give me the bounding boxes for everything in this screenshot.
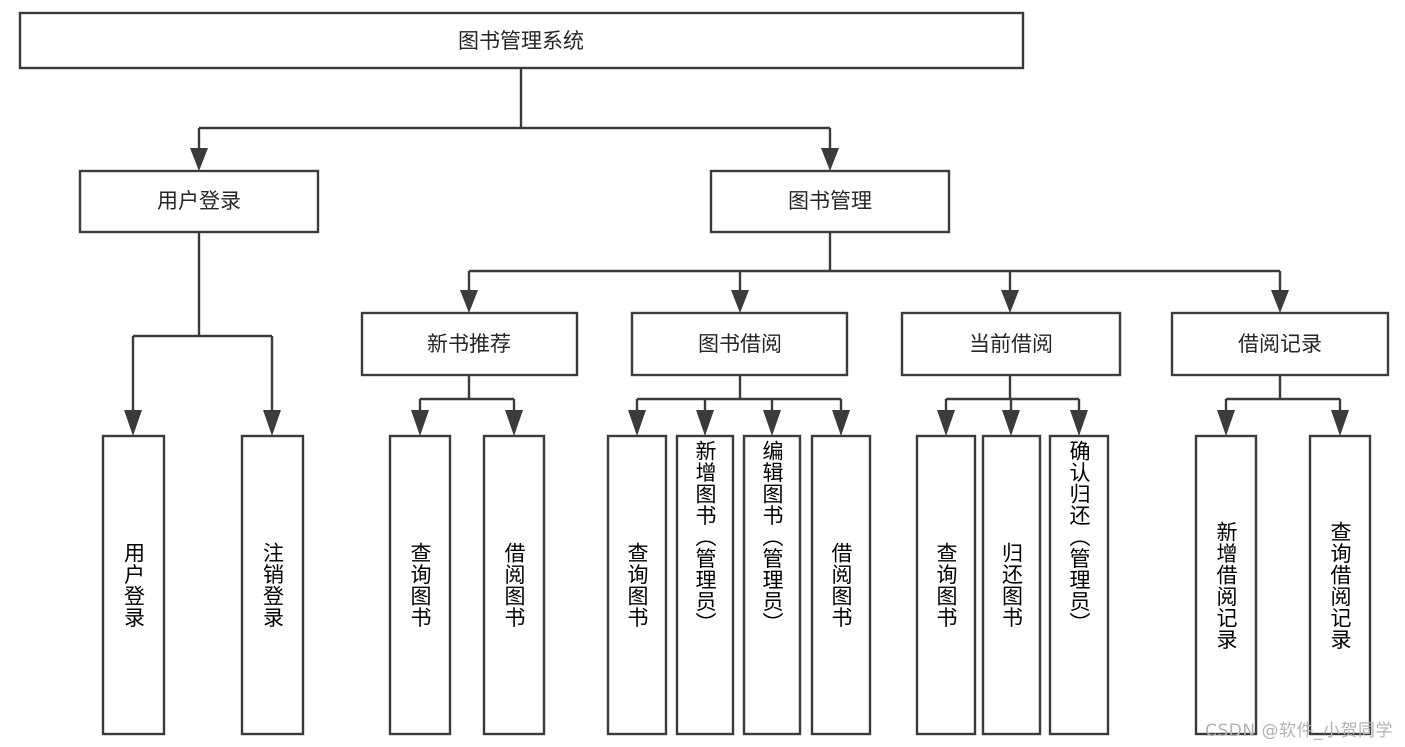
node-new-book-recommend-label: 新书推荐 xyxy=(427,332,511,356)
node-book-manage-label: 图书管理 xyxy=(788,189,872,213)
connector-group-root xyxy=(190,68,839,171)
leaf-borrow-book-2-box[interactable] xyxy=(810,434,872,736)
node-book-borrow-box[interactable] xyxy=(630,311,849,377)
arrowhead-leaf-query-book-2 xyxy=(628,410,646,436)
connector-group-book-borrow xyxy=(628,375,850,436)
node-book-borrow[interactable]: 图书借阅 xyxy=(630,311,849,377)
arrowhead-new-book-recommend xyxy=(460,290,478,313)
node-root-box[interactable] xyxy=(18,11,1025,70)
node-borrow-record[interactable]: 借阅记录 xyxy=(1170,311,1390,377)
arrowhead-leaf-add-record xyxy=(1217,410,1235,436)
node-borrow-record-box[interactable] xyxy=(1170,311,1390,377)
arrowhead-leaf-user-login xyxy=(124,410,142,436)
node-book-manage-box[interactable] xyxy=(709,169,951,234)
leaf-borrow-book-1-box[interactable] xyxy=(482,434,546,736)
node-current-borrow-box[interactable] xyxy=(900,311,1122,377)
csdn-watermark: CSDN @软件_小贺同学 xyxy=(1205,721,1393,741)
leaf-user-login-box[interactable] xyxy=(101,434,166,736)
arrowhead-leaf-confirm-return xyxy=(1070,410,1088,436)
arrowhead-leaf-edit-book xyxy=(763,410,781,436)
leaf-return-book-box[interactable] xyxy=(981,434,1042,736)
node-borrow-record-label: 借阅记录 xyxy=(1238,332,1322,356)
arrowhead-borrow-record xyxy=(1271,290,1289,313)
arrowhead-leaf-return-book xyxy=(1002,410,1020,436)
arrowhead-leaf-query-record xyxy=(1331,410,1349,436)
node-book-borrow-label: 图书借阅 xyxy=(698,332,782,356)
leaf-logout-login-box[interactable] xyxy=(240,434,305,736)
node-current-borrow-label: 当前借阅 xyxy=(969,332,1053,356)
node-current-borrow[interactable]: 当前借阅 xyxy=(900,311,1122,377)
node-user-login-box[interactable] xyxy=(78,169,320,234)
leaf-add-record-box[interactable] xyxy=(1194,434,1258,736)
node-new-book-recommend-box[interactable] xyxy=(360,311,579,377)
leaf-query-book-3-box[interactable] xyxy=(915,434,977,736)
leaf-query-book-2-box[interactable] xyxy=(606,434,668,736)
arrowhead-user-login xyxy=(190,148,208,171)
leaf-query-book-1-box[interactable] xyxy=(388,434,452,736)
connector-group-borrow-record xyxy=(1217,375,1349,436)
arrowhead-leaf-logout-login xyxy=(263,410,281,436)
leaf-add-book-box[interactable] xyxy=(675,434,735,736)
node-book-manage[interactable]: 图书管理 xyxy=(709,169,951,234)
node-user-login[interactable]: 用户登录 xyxy=(78,169,320,234)
arrowhead-current-borrow xyxy=(1001,290,1019,313)
arrowhead-leaf-query-book-3 xyxy=(937,410,955,436)
node-new-book-recommend[interactable]: 新书推荐 xyxy=(360,311,579,377)
node-root-label: 图书管理系统 xyxy=(458,29,584,53)
arrowhead-leaf-borrow-book-1 xyxy=(505,410,523,436)
leaf-edit-book-box[interactable] xyxy=(742,434,802,736)
leaf-query-record-box[interactable] xyxy=(1308,434,1372,736)
connector-group-user-login xyxy=(124,232,281,436)
arrowhead-book-manage xyxy=(821,148,839,171)
node-root[interactable]: 图书管理系统 xyxy=(18,11,1025,70)
leaf-confirm-return-box[interactable] xyxy=(1048,434,1110,736)
connector-group-book-manage xyxy=(460,232,1289,313)
connector-group-current-borrow xyxy=(937,375,1088,436)
arrowhead-leaf-borrow-book-2 xyxy=(832,410,850,436)
node-user-login-label: 用户登录 xyxy=(157,189,241,213)
arrowhead-book-borrow xyxy=(731,290,749,313)
arrowhead-leaf-add-book xyxy=(696,410,714,436)
connector-group-new-book-recommend xyxy=(411,375,523,436)
arrowhead-leaf-query-book-1 xyxy=(411,410,429,436)
leaf-boxes xyxy=(101,434,1372,736)
